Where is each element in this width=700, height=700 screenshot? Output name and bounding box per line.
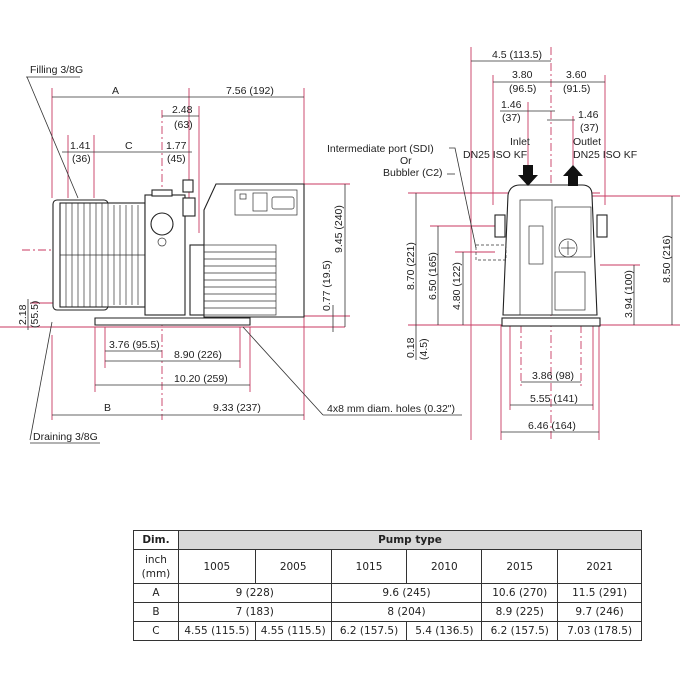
outlet-label: Outlet xyxy=(573,136,601,148)
dim-label-cell: A xyxy=(133,583,179,603)
dim-555-label: 5.55 (141) xyxy=(530,393,578,405)
dim-756-label: 7.56 (192) xyxy=(226,85,274,97)
dim-label-cell: B xyxy=(133,602,179,622)
table-cell: 9 (228) xyxy=(177,583,332,603)
dim-146b-mm-label: (37) xyxy=(580,122,599,134)
model-cell: 2005 xyxy=(254,549,332,584)
port-label-1: Intermediate port (SDI) xyxy=(327,143,434,155)
dim-394-label: 3.94 (100) xyxy=(623,270,635,318)
model-cell: 2021 xyxy=(557,549,642,584)
dim-646-label: 6.46 (164) xyxy=(528,420,576,432)
dim-146a-mm-label: (37) xyxy=(502,112,521,124)
dim-480-label: 4.80 (122) xyxy=(451,262,463,310)
front-view: 4.5 (113.5) 3.80 (96.5) 3.60 (91.5) 1.46… xyxy=(327,47,680,440)
port-label-3: Bubbler (C2) xyxy=(383,167,443,179)
mounting-holes-label: 4x8 mm diam. holes (0.32") xyxy=(327,403,455,415)
dim-header: Dim. xyxy=(133,530,179,550)
table-cell: 4.55 (115.5) xyxy=(254,621,332,641)
dim-870-label: 8.70 (221) xyxy=(405,242,417,290)
front-base xyxy=(501,317,601,327)
dim-018-mm-label: (4.5) xyxy=(418,338,430,360)
port-label-2: Or xyxy=(400,155,412,167)
outlet-spec-label: DN25 ISO KF xyxy=(573,149,637,161)
dim-386-label: 3.86 (98) xyxy=(532,370,574,382)
dim-376-label: 3.76 (95.5) xyxy=(109,339,160,351)
table-header-row: Dim. Pump type xyxy=(133,530,643,550)
dim-248-mm-label: (63) xyxy=(174,119,193,131)
dim-018-label: 0.18 xyxy=(405,337,417,358)
dim-45-label: 4.5 (113.5) xyxy=(492,49,542,61)
table-cell: 9.6 (245) xyxy=(330,583,483,603)
dim-650-label: 6.50 (165) xyxy=(427,252,439,300)
table-cell: 7.03 (178.5) xyxy=(557,621,642,641)
dim-380-mm-label: (96.5) xyxy=(509,83,536,95)
table-models-row: inch (mm) 1005 2005 1015 2010 2015 2021 xyxy=(133,549,642,584)
dim-A-label: A xyxy=(112,85,119,97)
outlet-arrow-icon xyxy=(563,165,583,186)
table-cell: 11.5 (291) xyxy=(557,583,642,603)
side-view: Filling 3/8G Draining 3/8G 4x8 mm diam. … xyxy=(0,64,462,444)
dim-C-label: C xyxy=(125,140,133,152)
dim-label-cell: C xyxy=(133,621,179,641)
dim-B-label: B xyxy=(104,402,111,414)
dim-1020-label: 10.20 (259) xyxy=(174,373,228,385)
draining-label: Draining 3/8G xyxy=(33,431,98,443)
base-plate xyxy=(94,317,251,326)
dim-077-label: 0.77 (19.5) xyxy=(321,260,333,311)
table-cell: 10.6 (270) xyxy=(481,583,559,603)
dim-146a-label: 1.46 xyxy=(501,99,522,111)
dim-141-label: 1.41 xyxy=(70,140,91,152)
side-port-left xyxy=(494,214,506,238)
table-cell: 5.4 (136.5) xyxy=(406,621,483,641)
power-socket-icon xyxy=(271,196,295,210)
inlet-arrow-icon xyxy=(518,165,538,186)
dim-141-mm-label: (36) xyxy=(72,153,91,165)
dim-360-mm-label: (91.5) xyxy=(563,83,590,95)
dim-945-label: 9.45 (240) xyxy=(333,205,345,253)
dim-850-label: 8.50 (216) xyxy=(661,235,673,283)
dim-218-mm-label: (55.5) xyxy=(29,301,41,328)
table-cell: 6.2 (157.5) xyxy=(481,621,559,641)
table-cell: 4.55 (115.5) xyxy=(177,621,256,641)
pump-type-header: Pump type xyxy=(177,530,643,550)
unit-label: inch (mm) xyxy=(133,549,179,584)
inlet-label: Inlet xyxy=(510,136,530,148)
motor-housing xyxy=(203,183,305,318)
inlet-spec-label: DN25 ISO KF xyxy=(463,149,527,161)
filling-label: Filling 3/8G xyxy=(30,64,83,76)
inlet-flange xyxy=(151,189,173,197)
pump-dimensions-table: Dim. Pump type inch (mm) 1005 2005 1015 … xyxy=(133,530,643,641)
table-cell: 7 (183) xyxy=(177,602,332,622)
pump-front-body xyxy=(502,184,598,316)
model-cell: 1005 xyxy=(177,549,256,584)
dim-380-label: 3.80 xyxy=(512,69,533,81)
table-cell: 6.2 (157.5) xyxy=(330,621,408,641)
dim-933-label: 9.33 (237) xyxy=(213,402,261,414)
table-cell: 9.7 (246) xyxy=(557,602,642,622)
dim-218-label: 2.18 xyxy=(17,304,29,325)
dim-177-label: 1.77 xyxy=(166,140,187,152)
dim-146b-label: 1.46 xyxy=(578,109,599,121)
model-cell: 1015 xyxy=(330,549,408,584)
dim-360-label: 3.60 xyxy=(566,69,587,81)
model-cell: 2010 xyxy=(406,549,483,584)
table-cell: 8.9 (225) xyxy=(481,602,559,622)
dim-248-label: 2.48 xyxy=(172,104,193,116)
side-port-right xyxy=(596,214,608,238)
table-cell: 8 (204) xyxy=(330,602,483,622)
model-cell: 2015 xyxy=(481,549,559,584)
dim-177-mm-label: (45) xyxy=(167,153,186,165)
dim-890-label: 8.90 (226) xyxy=(174,349,222,361)
